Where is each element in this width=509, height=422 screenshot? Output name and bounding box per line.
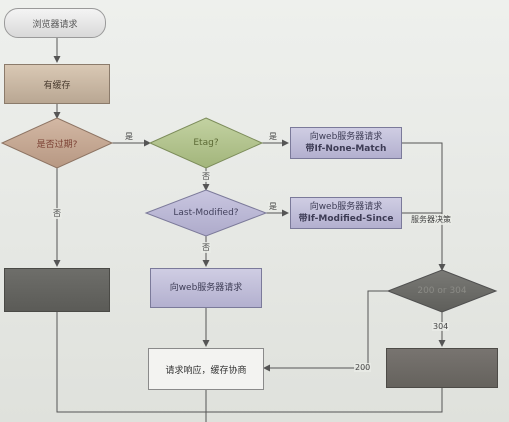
start-node-label: 浏览器请求 bbox=[32, 19, 78, 30]
edge-decision-200 bbox=[263, 290, 388, 372]
request-server-label: 向web服务器请求 bbox=[169, 283, 243, 293]
edge-label-no-lastmod: 否 bbox=[201, 242, 211, 253]
start-node: 浏览器请求 bbox=[4, 8, 106, 38]
edge-label-yes-expired: 是 bbox=[124, 131, 134, 142]
has-cache-label: 有缓存 bbox=[43, 80, 71, 91]
diamond-status bbox=[386, 269, 498, 313]
read-cache-node bbox=[4, 268, 110, 312]
request-ims-label-2: 带If-Modified-Since bbox=[298, 214, 394, 224]
request-server-node: 向web服务器请求 bbox=[150, 268, 262, 308]
request-if-none-match-node: 向web服务器请求 带If-None-Match bbox=[290, 127, 402, 159]
request-ims-label-1: 向web服务器请求 bbox=[309, 202, 383, 212]
bottom-right-node bbox=[386, 348, 498, 388]
edge-bottom-return bbox=[56, 312, 443, 413]
request-if-modified-since-node: 向web服务器请求 带If-Modified-Since bbox=[290, 197, 402, 229]
edge-label-yes-lastmod: 是 bbox=[268, 201, 278, 212]
response-cache-node: 请求响应，缓存协商 bbox=[148, 348, 264, 390]
request-inm-label-2: 带If-None-Match bbox=[305, 144, 387, 154]
diamond-last-modified bbox=[144, 189, 268, 237]
edge-label-no-expired: 否 bbox=[52, 208, 62, 219]
edge-label-no-etag: 否 bbox=[201, 171, 211, 182]
response-cache-label: 请求响应，缓存协商 bbox=[165, 365, 247, 376]
edge-label-200: 200 bbox=[354, 363, 372, 372]
request-inm-label-1: 向web服务器请求 bbox=[309, 132, 383, 142]
edge-label-304: 304 bbox=[432, 322, 450, 331]
edge-label-yes-etag: 是 bbox=[268, 131, 278, 142]
edge-inm-to-decision bbox=[402, 142, 446, 271]
has-cache-node: 有缓存 bbox=[4, 64, 110, 104]
diamond-etag bbox=[148, 117, 264, 169]
server-decision-label: 服务器决策 bbox=[410, 214, 452, 225]
diamond-is-expired bbox=[0, 117, 114, 169]
